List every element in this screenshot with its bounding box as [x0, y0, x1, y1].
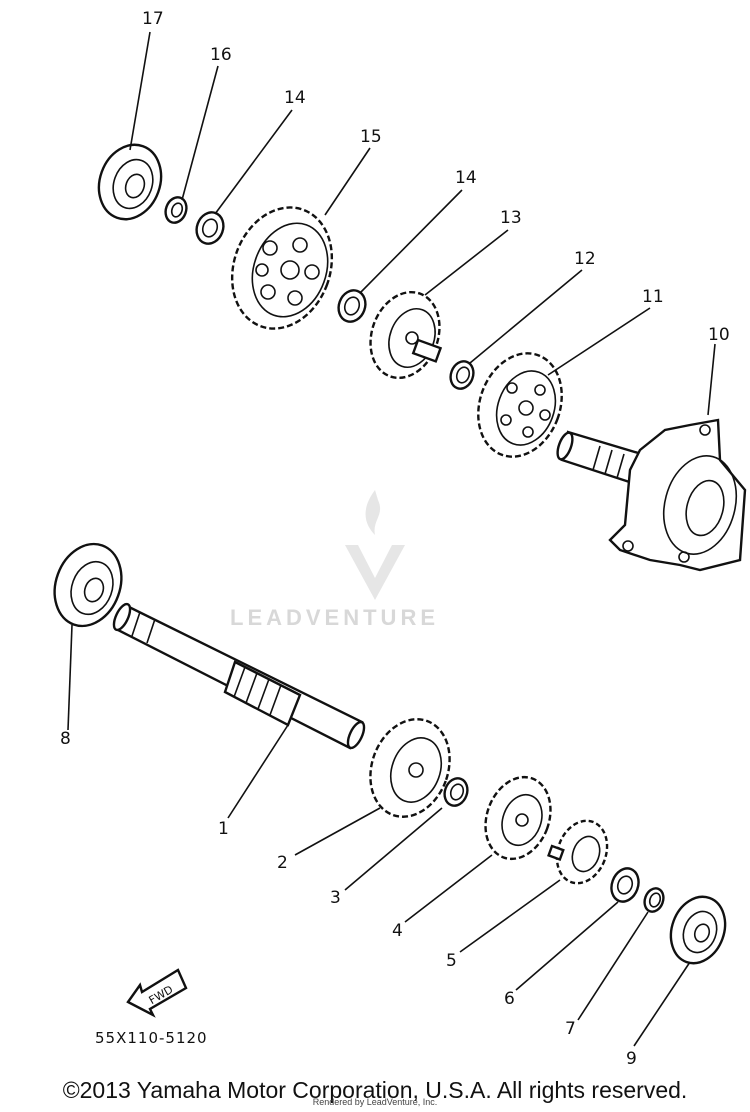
callout-10: 10 [708, 325, 730, 345]
callout-9: 9 [626, 1049, 637, 1069]
leadventure-logo-icon [345, 490, 405, 600]
diagram-code: 55X110-5120 [95, 1029, 208, 1047]
callout-8: 8 [60, 729, 71, 749]
part-11-gear [477, 352, 563, 458]
rendered-by-notice: Rendered by LeadVenture, Inc. [312, 1097, 438, 1107]
callout-17: 17 [142, 9, 164, 29]
part-15-gear [230, 206, 334, 330]
part-13-gear [369, 290, 443, 380]
part-17-bearing [97, 143, 163, 221]
part-14-washer-lower [337, 289, 367, 323]
part-1-main-shaft [112, 602, 366, 750]
callout-labels: 17 16 14 15 14 13 12 11 10 8 1 2 3 4 5 6… [60, 9, 730, 1069]
part-16-circlip [164, 196, 188, 224]
part-6-washer [610, 867, 640, 903]
part-5-gear [547, 819, 609, 885]
part-8-bearing [53, 542, 123, 628]
part-4-gear [484, 775, 552, 861]
part-9-bearing [669, 895, 727, 965]
callout-16: 16 [210, 45, 232, 65]
callout-13: 13 [500, 208, 522, 228]
callout-14-upper: 14 [284, 88, 306, 108]
callout-5: 5 [446, 951, 457, 971]
leader-lines [67, 31, 716, 1047]
part-7-circlip [643, 887, 665, 913]
part-3-circlip [443, 777, 469, 807]
callout-7: 7 [565, 1019, 576, 1039]
callout-4: 4 [392, 921, 403, 941]
callout-2: 2 [277, 853, 288, 873]
fwd-arrow-icon: FWD [126, 968, 188, 1018]
callout-14-lower: 14 [455, 168, 477, 188]
callout-15: 15 [360, 127, 382, 147]
part-12-circlip [449, 360, 475, 390]
callout-6: 6 [504, 989, 515, 1009]
callout-3: 3 [330, 888, 341, 908]
watermark-text: LEADVENTURE [230, 605, 440, 630]
copyright-notice: ©2013 Yamaha Motor Corporation, U.S.A. A… [62, 1077, 688, 1103]
part-14-washer-upper [195, 211, 225, 245]
part-2-gear [369, 718, 451, 818]
callout-11: 11 [642, 287, 664, 307]
part-10-axle-assembly [556, 418, 747, 572]
callout-12: 12 [574, 249, 596, 269]
callout-1: 1 [218, 819, 229, 839]
